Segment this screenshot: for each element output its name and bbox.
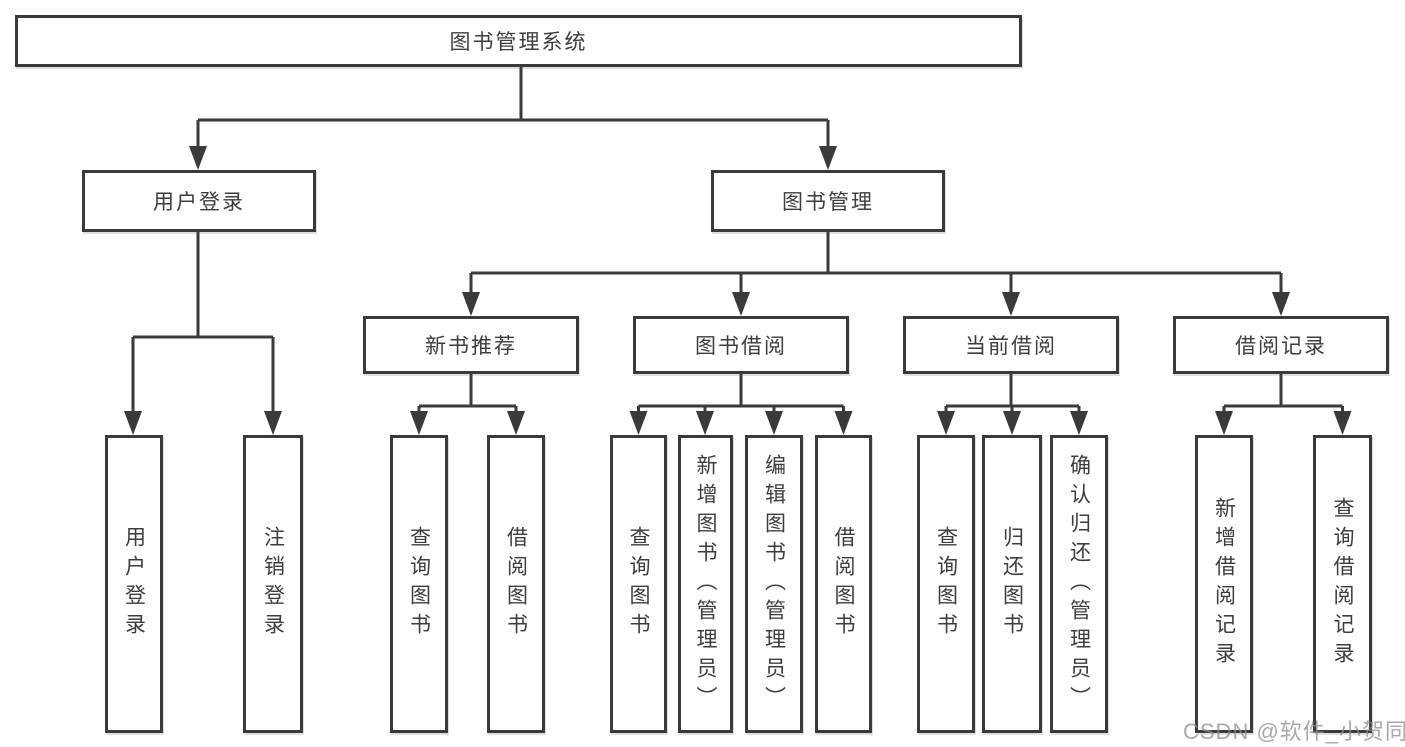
leaf-label: 查询借阅记录 <box>1331 497 1354 671</box>
node-user-login: 用户登录 <box>82 170 316 232</box>
node-leaf-query-books-1: 查询图书 <box>390 435 448 733</box>
node-leaf-query-books-2: 查询图书 <box>610 435 667 733</box>
node-leaf-borrow-books-2: 借阅图书 <box>815 435 872 733</box>
arrowhead-icon <box>1272 292 1290 316</box>
connector-line-6 <box>1222 374 1344 417</box>
arrowhead-icon <box>1002 292 1020 316</box>
connector-line-1 <box>131 232 275 417</box>
node-new-book-recommend: 新书推荐 <box>363 316 579 374</box>
arrowhead-icon <box>732 292 750 316</box>
arrowhead-icon <box>819 146 837 170</box>
leaf-label: 新增借阅记录 <box>1212 497 1236 671</box>
leaf-label: 查询图书 <box>627 526 650 642</box>
connector-line-4 <box>637 374 845 417</box>
leaf-label: 确认归还（管理员） <box>1067 453 1091 715</box>
node-borrow-records: 借阅记录 <box>1173 316 1389 374</box>
node-leaf-query-borrow-record: 查询借阅记录 <box>1313 435 1372 733</box>
arrowhead-icon <box>189 146 207 170</box>
arrowhead-icon <box>264 411 282 435</box>
node-current-borrow: 当前借阅 <box>903 316 1119 374</box>
leaf-label: 新增图书（管理员） <box>694 453 717 715</box>
node-book-management: 图书管理 <box>711 170 945 232</box>
node-leaf-logout: 注销登录 <box>243 435 303 733</box>
arrowhead-icon <box>765 411 783 435</box>
node-leaf-add-borrow-record: 新增借阅记录 <box>1195 435 1253 733</box>
node-leaf-user-login: 用户登录 <box>105 435 163 733</box>
arrowhead-icon <box>834 411 853 435</box>
leaf-label: 查询图书 <box>407 526 431 642</box>
node-leaf-query-books-3: 查询图书 <box>917 435 975 733</box>
leaf-label: 编辑图书（管理员） <box>762 453 786 715</box>
connector-line-2 <box>469 232 1283 298</box>
arrowhead-icon <box>937 411 955 435</box>
node-leaf-add-book-admin: 新增图书（管理员） <box>678 435 733 733</box>
arrowhead-icon <box>1215 411 1233 435</box>
arrowhead-icon <box>696 411 714 435</box>
node-leaf-borrow-books-1: 借阅图书 <box>487 435 545 733</box>
leaf-label: 查询图书 <box>934 526 958 642</box>
arrowhead-icon <box>462 292 480 316</box>
leaf-label: 借阅图书 <box>832 526 855 642</box>
node-leaf-return-book: 归还图书 <box>982 435 1042 733</box>
node-leaf-confirm-return-admin: 确认归还（管理员） <box>1050 435 1108 733</box>
leaf-label: 注销登录 <box>261 526 285 642</box>
arrowhead-icon <box>1070 411 1088 435</box>
node-library-management-system: 图书管理系统 <box>15 15 1022 67</box>
connector-line-0 <box>196 67 830 152</box>
arrowhead-icon <box>1003 411 1021 435</box>
connector-line-5 <box>944 374 1081 417</box>
arrowhead-icon <box>124 411 142 435</box>
node-book-borrow: 图书借阅 <box>633 316 849 374</box>
leaf-label: 用户登录 <box>122 526 146 642</box>
connector-line-3 <box>417 374 518 417</box>
arrowhead-icon <box>507 411 525 435</box>
arrowhead-icon <box>410 411 428 435</box>
leaf-label: 借阅图书 <box>504 526 528 642</box>
node-leaf-edit-book-admin: 编辑图书（管理员） <box>745 435 803 733</box>
arrowhead-icon <box>1333 411 1352 435</box>
leaf-label: 归还图书 <box>1000 526 1024 642</box>
csdn-watermark: CSDN @软件_小贺同学 <box>1183 719 1405 744</box>
arrowhead-icon <box>629 411 648 435</box>
